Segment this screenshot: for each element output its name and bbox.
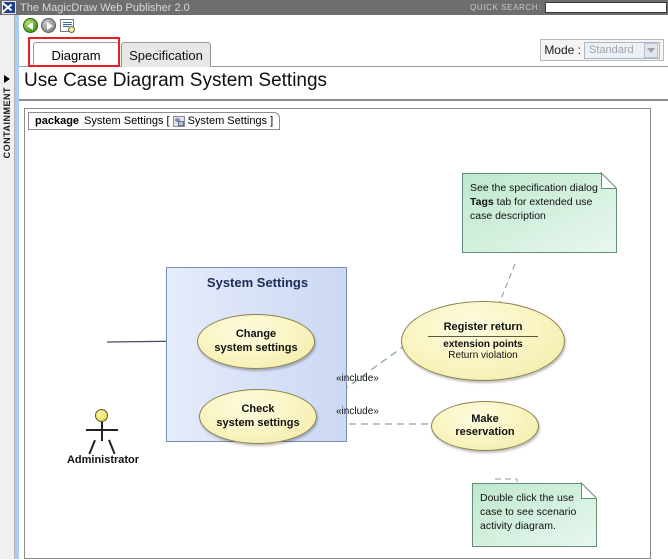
use-case-line-1: Change [235, 328, 277, 341]
use-case-make-reservation[interactable]: Make reservation [431, 401, 539, 451]
note-text-part-1: See the specification dialog [470, 182, 598, 194]
mode-selected-value: Standard [589, 44, 634, 56]
use-case-line-1: Make [471, 412, 499, 425]
diagram-canvas[interactable]: package System Settings [ System Setting… [24, 108, 651, 559]
mode-control: Mode : Standard [540, 39, 664, 61]
use-case-line-1: Check [241, 403, 275, 416]
forward-arrow-icon[interactable] [41, 18, 56, 33]
package-qualified-name: System Settings [187, 115, 268, 127]
package-diagram-icon [172, 115, 185, 127]
document-search-icon[interactable] [60, 19, 75, 33]
actor-label: Administrator [66, 454, 140, 466]
title-divider [19, 99, 668, 101]
window-title: The MagicDraw Web Publisher 2.0 [20, 1, 190, 14]
back-arrow-icon[interactable] [23, 18, 38, 33]
package-keyword: package [35, 115, 80, 127]
title-bar: The MagicDraw Web Publisher 2.0 QUICK SE… [0, 0, 668, 15]
rail-divider [15, 15, 19, 559]
containment-rail-label: CONTAINMENT [2, 87, 12, 159]
use-case-line-2: system settings [214, 341, 298, 354]
note-text-part-2: tab for extended use case description [470, 195, 593, 222]
note-text-bold: Tags [470, 195, 494, 208]
note-double-click[interactable]: Double click the use case to see scenari… [472, 483, 597, 547]
mode-label: Mode : [544, 43, 581, 57]
triangle-right-icon[interactable] [4, 75, 10, 83]
use-case-line-2: system settings [216, 416, 300, 429]
quick-search-label: QUICK SEARCH: [470, 3, 541, 12]
use-case-check-system-settings[interactable]: Check system settings [199, 389, 317, 444]
quick-search-input[interactable] [545, 2, 667, 13]
package-bracket-open: [ [166, 115, 170, 127]
chevron-down-icon[interactable] [644, 42, 658, 58]
use-case-register-return[interactable]: Register return extension points Return … [401, 301, 565, 381]
content-area: Diagram Specification Mode : Standard Us… [19, 15, 668, 559]
note-fold-icon [601, 173, 617, 189]
system-boundary-title: System Settings [206, 275, 309, 290]
navigation-toolbar [19, 15, 668, 37]
tab-specification[interactable]: Specification [121, 42, 211, 67]
quick-search-area: QUICK SEARCH: [470, 0, 668, 15]
package-name: System Settings [84, 115, 164, 127]
note-text: Double click the use case to see scenari… [480, 492, 577, 532]
include-label-register-return: «include» [336, 373, 379, 384]
use-case-title: Register return [443, 320, 523, 333]
use-case-change-system-settings[interactable]: Change system settings [197, 314, 315, 369]
use-case-line-2: reservation [455, 426, 515, 438]
note-fold-icon [581, 483, 597, 499]
compartment-separator [428, 336, 538, 338]
page-title: Use Case Diagram System Settings [24, 70, 328, 91]
tab-diagram[interactable]: Diagram [33, 42, 119, 68]
containment-rail[interactable]: CONTAINMENT [0, 15, 15, 559]
tab-strip: Diagram Specification Mode : Standard [19, 37, 668, 68]
include-label-make-reservation: «include» [336, 406, 379, 417]
extension-points-label: extension points [443, 339, 523, 351]
package-bracket-close: ] [270, 115, 274, 127]
note-tags[interactable]: See the specification dialog Tags tab fo… [462, 173, 617, 253]
package-header: package System Settings [ System Setting… [28, 112, 281, 130]
actor-stickman-icon[interactable]: Administrator [67, 409, 139, 466]
magicdraw-logo-icon [2, 1, 16, 14]
extension-point-item: Return violation [448, 350, 518, 362]
mode-select[interactable]: Standard [584, 41, 660, 59]
